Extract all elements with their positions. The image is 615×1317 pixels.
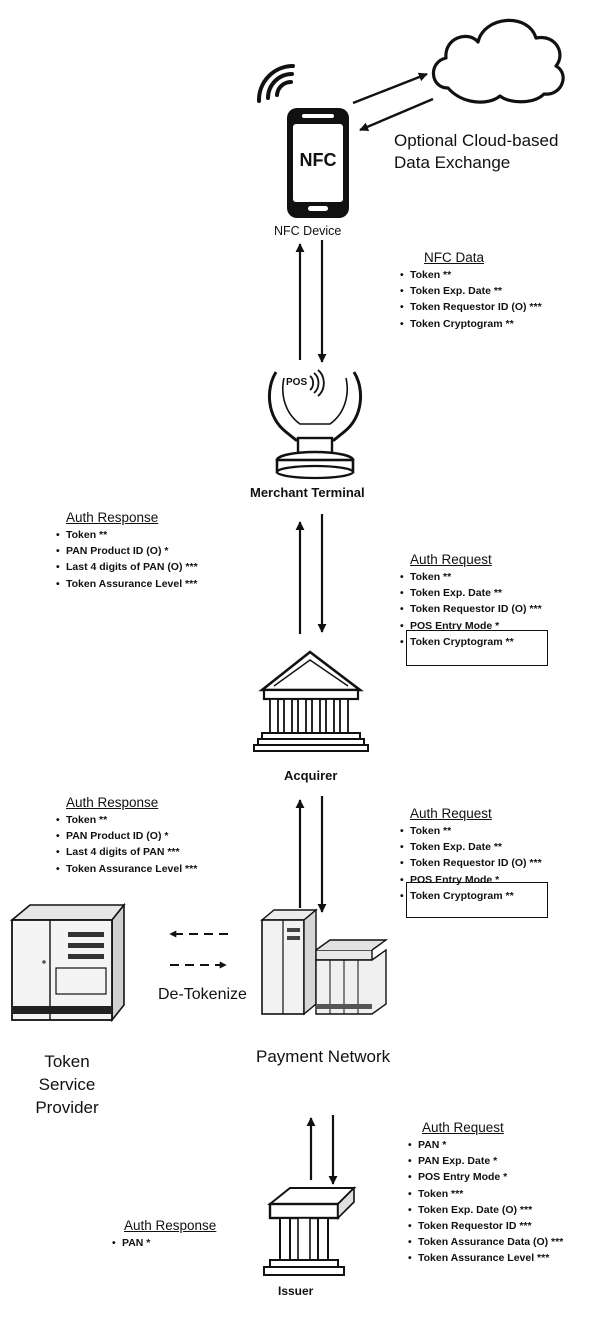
list-item: Token Requestor ID ***	[408, 1218, 563, 1234]
list-item: Token Requestor ID (O) ***	[400, 601, 542, 617]
nfc-phone-icon	[287, 108, 349, 218]
issuer-bank-icon	[263, 1186, 357, 1276]
arrow-phone-to-cloud	[352, 72, 428, 105]
list-item: PAN Exp. Date *	[408, 1153, 563, 1169]
list-item: Token **	[400, 569, 542, 585]
list-item: Token Requestor ID (O) ***	[400, 299, 542, 315]
list-item: Token Exp. Date **	[400, 585, 542, 601]
list-item: PAN Product ID (O) *	[56, 828, 197, 844]
list-item: Token **	[56, 527, 198, 543]
list-item: Token Assurance Level ***	[408, 1250, 563, 1266]
cloud-label-line1: Optional Cloud-based	[394, 131, 559, 150]
list-item: Token Cryptogram **	[400, 888, 542, 904]
list-item: POS Entry Mode *	[408, 1169, 563, 1185]
detokenize-label: De-Tokenize	[158, 986, 247, 1003]
list-item: Token Exp. Date (O) ***	[408, 1202, 563, 1218]
acquirer-bank-icon	[253, 650, 369, 752]
list-item: Token Exp. Date **	[400, 839, 542, 855]
list-item: Token Assurance Level ***	[56, 576, 198, 592]
list-item: Token Cryptogram **	[400, 316, 542, 332]
merchant-terminal-icon	[267, 369, 363, 480]
highlight-box	[406, 630, 548, 666]
merchant-terminal-label: Merchant Terminal	[250, 485, 365, 500]
payment-network-label: Payment Network	[256, 1047, 391, 1066]
list-item: Last 4 digits of PAN ***	[56, 844, 197, 860]
list-item: PAN *	[112, 1235, 216, 1251]
auth-response-title: Auth Response	[66, 510, 159, 525]
list-item: Token ***	[408, 1186, 563, 1202]
auth-request-block-3: Auth Request PAN * PAN Exp. Date * POS E…	[408, 1120, 563, 1267]
auth-request-title: Auth Request	[410, 552, 492, 567]
auth-request-title: Auth Request	[410, 806, 492, 821]
payment-network-server-icon	[260, 908, 389, 1016]
nfc-screen-label: NFC	[299, 150, 337, 170]
acquirer-label: Acquirer	[284, 768, 338, 783]
auth-request-block-1: Auth Request Token ** Token Exp. Date **…	[400, 552, 542, 650]
list-item: Token Requestor ID (O) ***	[400, 855, 542, 871]
list-item: POS Entry Mode *	[400, 618, 542, 634]
arrow-cloud-to-phone	[359, 97, 434, 132]
list-item: Token Cryptogram **	[400, 634, 542, 650]
nfc-data-title: NFC Data	[424, 250, 485, 265]
highlight-box	[406, 882, 548, 918]
tsp-label-line3: Provider	[35, 1098, 99, 1117]
cloud-icon	[431, 18, 565, 104]
list-item: PAN Product ID (O) *	[56, 543, 198, 559]
nfc-device-label: NFC Device	[274, 224, 342, 238]
issuer-label: Issuer	[278, 1284, 314, 1298]
token-service-provider-server-icon	[9, 902, 126, 1023]
list-item: PAN *	[408, 1137, 563, 1153]
auth-response-title: Auth Response	[66, 795, 159, 810]
auth-response-title: Auth Response	[124, 1218, 217, 1233]
nfc-data-block: NFC Data Token ** Token Exp. Date ** Tok…	[400, 250, 542, 332]
auth-response-block-2: Auth Response Token ** PAN Product ID (O…	[56, 795, 197, 877]
token-service-provider-label: Token Service Provider	[12, 1050, 122, 1119]
cloud-label: Optional Cloud-based Data Exchange	[394, 130, 558, 174]
list-item: Token Assurance Level ***	[56, 861, 197, 877]
wireless-signal-icon	[256, 64, 295, 103]
tsp-label-line2: Service	[38, 1075, 96, 1094]
auth-request-title: Auth Request	[422, 1120, 504, 1135]
list-item: Token **	[400, 267, 542, 283]
auth-response-block-1: Auth Response Token ** PAN Product ID (O…	[56, 510, 198, 592]
list-item: Token Exp. Date **	[400, 283, 542, 299]
auth-response-block-3: Auth Response PAN *	[112, 1218, 216, 1251]
tsp-label-line1: Token	[44, 1052, 90, 1071]
list-item: Token **	[400, 823, 542, 839]
list-item: Token **	[56, 812, 197, 828]
list-item: Token Assurance Data (O) ***	[408, 1234, 563, 1250]
list-item: Last 4 digits of PAN (O) ***	[56, 559, 198, 575]
cloud-label-line2: Data Exchange	[394, 153, 511, 172]
pos-screen-label: POS	[286, 377, 308, 388]
